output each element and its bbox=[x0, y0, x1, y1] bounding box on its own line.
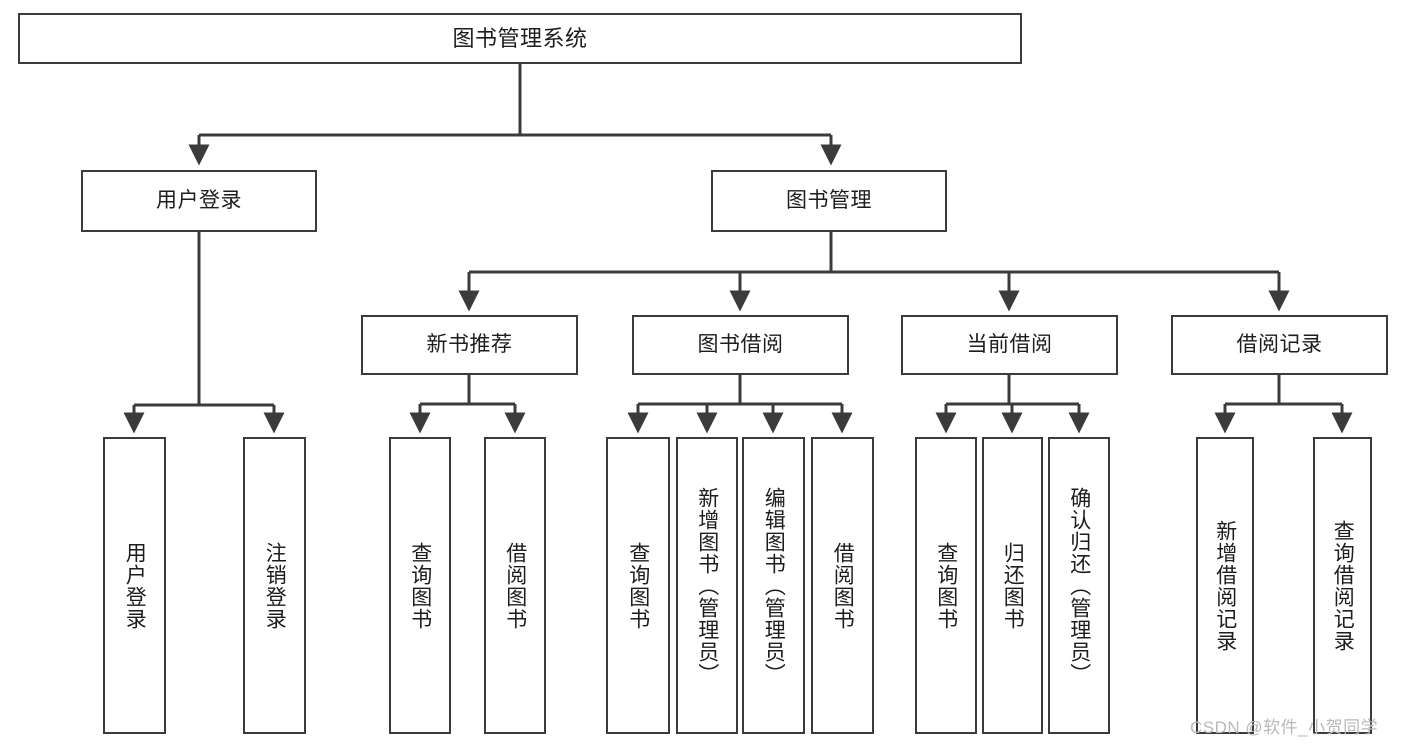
node-label: 确认归还（管理员） bbox=[1067, 486, 1091, 685]
node-label: 用户登录 bbox=[156, 188, 242, 212]
leaf-confirm-return[interactable]: 确认归还（管理员） bbox=[1048, 437, 1110, 734]
node-borrow-record[interactable]: 借阅记录 bbox=[1171, 315, 1388, 375]
node-user-login[interactable]: 用户登录 bbox=[81, 170, 317, 232]
node-label: 新增借阅记录 bbox=[1213, 519, 1237, 652]
leaf-logout-login[interactable]: 注销登录 bbox=[243, 437, 306, 734]
node-label: 编辑图书（管理员） bbox=[762, 486, 786, 685]
node-label: 注销登录 bbox=[263, 541, 287, 630]
leaf-query-record[interactable]: 查询借阅记录 bbox=[1313, 437, 1372, 734]
node-label: 图书管理系统 bbox=[452, 25, 588, 51]
node-label: 查询图书 bbox=[934, 541, 958, 630]
node-label: 归还图书 bbox=[1001, 541, 1025, 630]
node-label: 当前借阅 bbox=[966, 332, 1053, 356]
node-label: 图书管理 bbox=[786, 188, 872, 212]
node-current-borrow[interactable]: 当前借阅 bbox=[901, 315, 1118, 375]
leaf-query-book-2[interactable]: 查询图书 bbox=[606, 437, 670, 734]
leaf-add-record[interactable]: 新增借阅记录 bbox=[1196, 437, 1254, 734]
node-book-borrow[interactable]: 图书借阅 bbox=[632, 315, 849, 375]
leaf-user-login[interactable]: 用户登录 bbox=[103, 437, 166, 734]
node-label: 图书借阅 bbox=[697, 332, 784, 356]
node-label: 借阅图书 bbox=[503, 541, 527, 630]
leaf-borrow-book-1[interactable]: 借阅图书 bbox=[484, 437, 546, 734]
leaf-edit-book[interactable]: 编辑图书（管理员） bbox=[742, 437, 805, 734]
node-label: 借阅记录 bbox=[1236, 332, 1323, 356]
node-label: 新增图书（管理员） bbox=[695, 486, 719, 685]
leaf-borrow-book-2[interactable]: 借阅图书 bbox=[811, 437, 874, 734]
leaf-query-book-3[interactable]: 查询图书 bbox=[915, 437, 977, 734]
node-label: 查询图书 bbox=[626, 541, 650, 630]
node-label: 新书推荐 bbox=[426, 332, 513, 356]
leaf-add-book[interactable]: 新增图书（管理员） bbox=[676, 437, 738, 734]
node-label: 借阅图书 bbox=[831, 541, 855, 630]
node-label: 查询图书 bbox=[408, 541, 432, 630]
node-new-book-recommend[interactable]: 新书推荐 bbox=[361, 315, 578, 375]
node-root-book-management-system[interactable]: 图书管理系统 bbox=[18, 13, 1022, 64]
leaf-return-book[interactable]: 归还图书 bbox=[982, 437, 1043, 734]
node-label: 用户登录 bbox=[123, 541, 147, 630]
node-book-management[interactable]: 图书管理 bbox=[711, 170, 947, 232]
node-label: 查询借阅记录 bbox=[1331, 519, 1355, 652]
leaf-query-book-1[interactable]: 查询图书 bbox=[389, 437, 451, 734]
